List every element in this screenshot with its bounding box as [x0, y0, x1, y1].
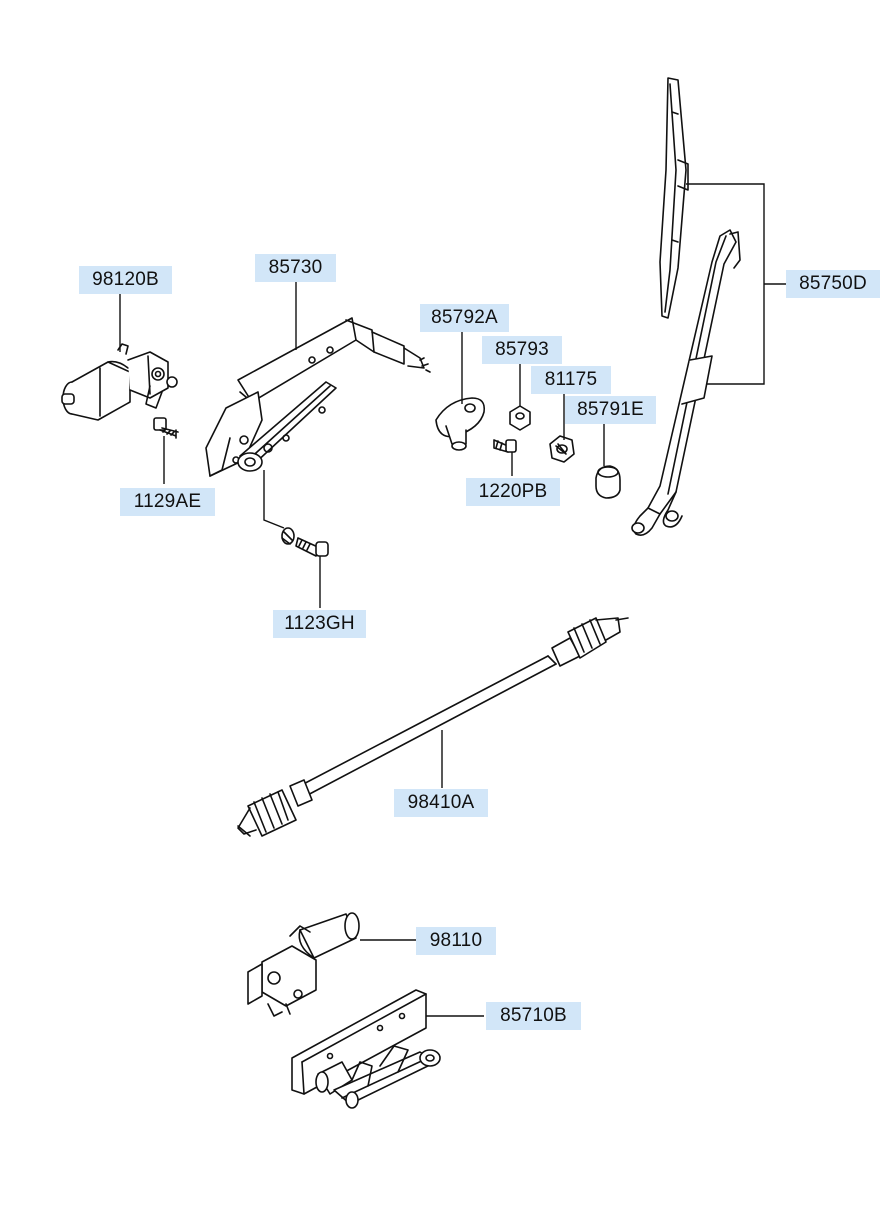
- front-linkage-drawing: [291, 989, 441, 1109]
- bolt-1129ae-drawing: [153, 417, 179, 439]
- wiper-arm-blade-drawing: [631, 77, 741, 536]
- cap-drawing: [595, 465, 621, 499]
- label-85730[interactable]: 85730: [255, 254, 336, 282]
- leader-lines: [119, 183, 786, 1017]
- label-98120b[interactable]: 98120B: [79, 266, 172, 294]
- bolt-1123gh-drawing: [281, 527, 329, 557]
- screw-drawing: [493, 439, 517, 453]
- label-1220pb[interactable]: 1220PB: [466, 478, 560, 506]
- nut-drawing: [549, 435, 575, 463]
- label-85750d[interactable]: 85750D: [786, 270, 880, 298]
- label-81175[interactable]: 81175: [531, 366, 611, 394]
- label-85791e[interactable]: 85791E: [565, 396, 656, 424]
- pivot-cap-drawing: [435, 397, 486, 451]
- front-wiper-motor-drawing: [247, 912, 360, 1017]
- label-1129ae[interactable]: 1129AE: [120, 488, 215, 516]
- washer-drawing: [509, 405, 531, 431]
- rear-linkage-drawing: [205, 317, 431, 477]
- flex-cable-drawing: [237, 617, 629, 837]
- label-98410a[interactable]: 98410A: [394, 789, 488, 817]
- label-98110[interactable]: 98110: [416, 927, 496, 955]
- label-1123gh[interactable]: 1123GH: [273, 610, 366, 638]
- label-85793[interactable]: 85793: [482, 336, 562, 364]
- rear-wiper-motor-drawing: [61, 343, 178, 421]
- label-85710b[interactable]: 85710B: [486, 1002, 581, 1030]
- label-85792a[interactable]: 85792A: [420, 304, 509, 332]
